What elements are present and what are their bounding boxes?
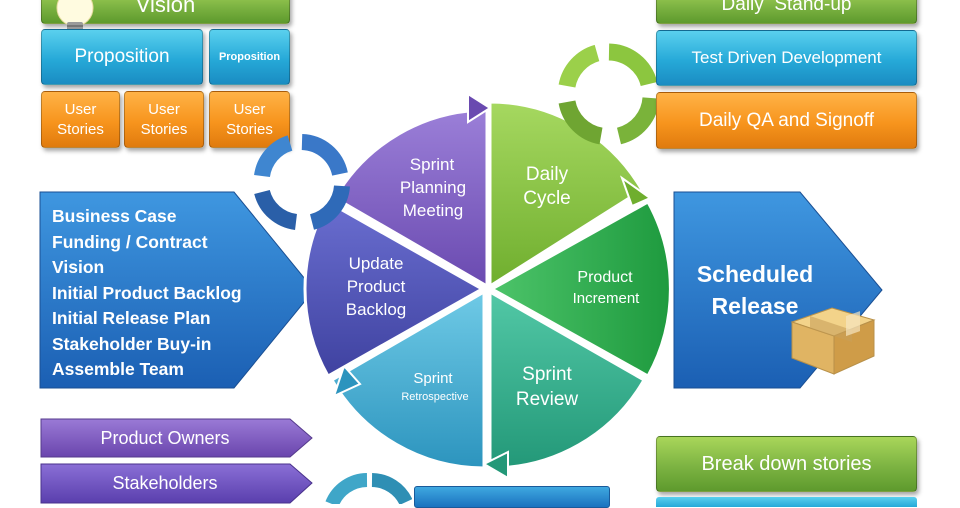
daily-qa-box: Daily QA and Signoff: [656, 92, 917, 149]
break-down-stories-label: Break down stories: [701, 453, 871, 476]
user-stories-box-1: User Stories: [41, 91, 120, 148]
review-label-1: Sprint: [522, 364, 572, 385]
bottom-right-blue-box: [656, 497, 917, 507]
bottom-center-blue-box: [414, 486, 610, 508]
increment-label-1: Product: [577, 269, 633, 286]
retro-label-1: Sprint: [413, 370, 453, 387]
input-item: Initial Release Plan: [52, 306, 242, 332]
proposition-small-box: Proposition: [209, 29, 290, 85]
backlog-label-3: Backlog: [346, 300, 406, 319]
proposition-large-box: Proposition: [41, 29, 203, 85]
vision-label: Vision: [136, 0, 196, 18]
planning-label-1: Sprint: [410, 155, 455, 174]
user-stories-box-2: User Stories: [124, 91, 204, 148]
tdd-box: Test Driven Development: [656, 30, 917, 86]
daily-standup-label: Daily Stand-up: [722, 0, 852, 16]
input-item: Funding / Contract: [52, 230, 242, 256]
tdd-label: Test Driven Development: [692, 48, 882, 68]
daily-standup-box: Daily Stand-up: [656, 0, 917, 24]
retro-label-2: Retrospective: [401, 391, 468, 403]
daily-qa-label: Daily QA and Signoff: [699, 110, 874, 132]
input-item: Assemble Team: [52, 357, 242, 383]
user-stories-label-1: User Stories: [50, 100, 111, 140]
proposition-small-label: Proposition: [219, 51, 280, 63]
input-item: Business Case: [52, 204, 242, 230]
planning-label-2: Planning: [400, 178, 466, 197]
package-box-icon: [786, 298, 878, 378]
user-stories-label-2: User Stories: [133, 100, 195, 140]
break-down-stories-box: Break down stories: [656, 436, 917, 492]
input-item: Vision: [52, 255, 242, 281]
backlog-label-1: Update: [349, 254, 404, 273]
daily-label-1: Daily: [526, 164, 569, 185]
green-cycle-ring-icon: [555, 42, 663, 146]
blue-cycle-ring-icon: [250, 134, 354, 232]
inputs-list: Business Case Funding / Contract Vision …: [52, 204, 242, 383]
input-item: Stakeholder Buy-in: [52, 332, 242, 358]
input-item: Initial Product Backlog: [52, 281, 242, 307]
increment-label-2: Increment: [573, 290, 641, 307]
backlog-label-2: Product: [347, 277, 406, 296]
release-line-1: Scheduled: [680, 258, 830, 290]
daily-label-2: Cycle: [523, 188, 571, 209]
proposition-large-label: Proposition: [74, 46, 169, 68]
planning-label-3: Meeting: [403, 201, 463, 220]
review-label-2: Review: [516, 389, 579, 410]
teal-cycle-ring-icon: [322, 472, 412, 504]
